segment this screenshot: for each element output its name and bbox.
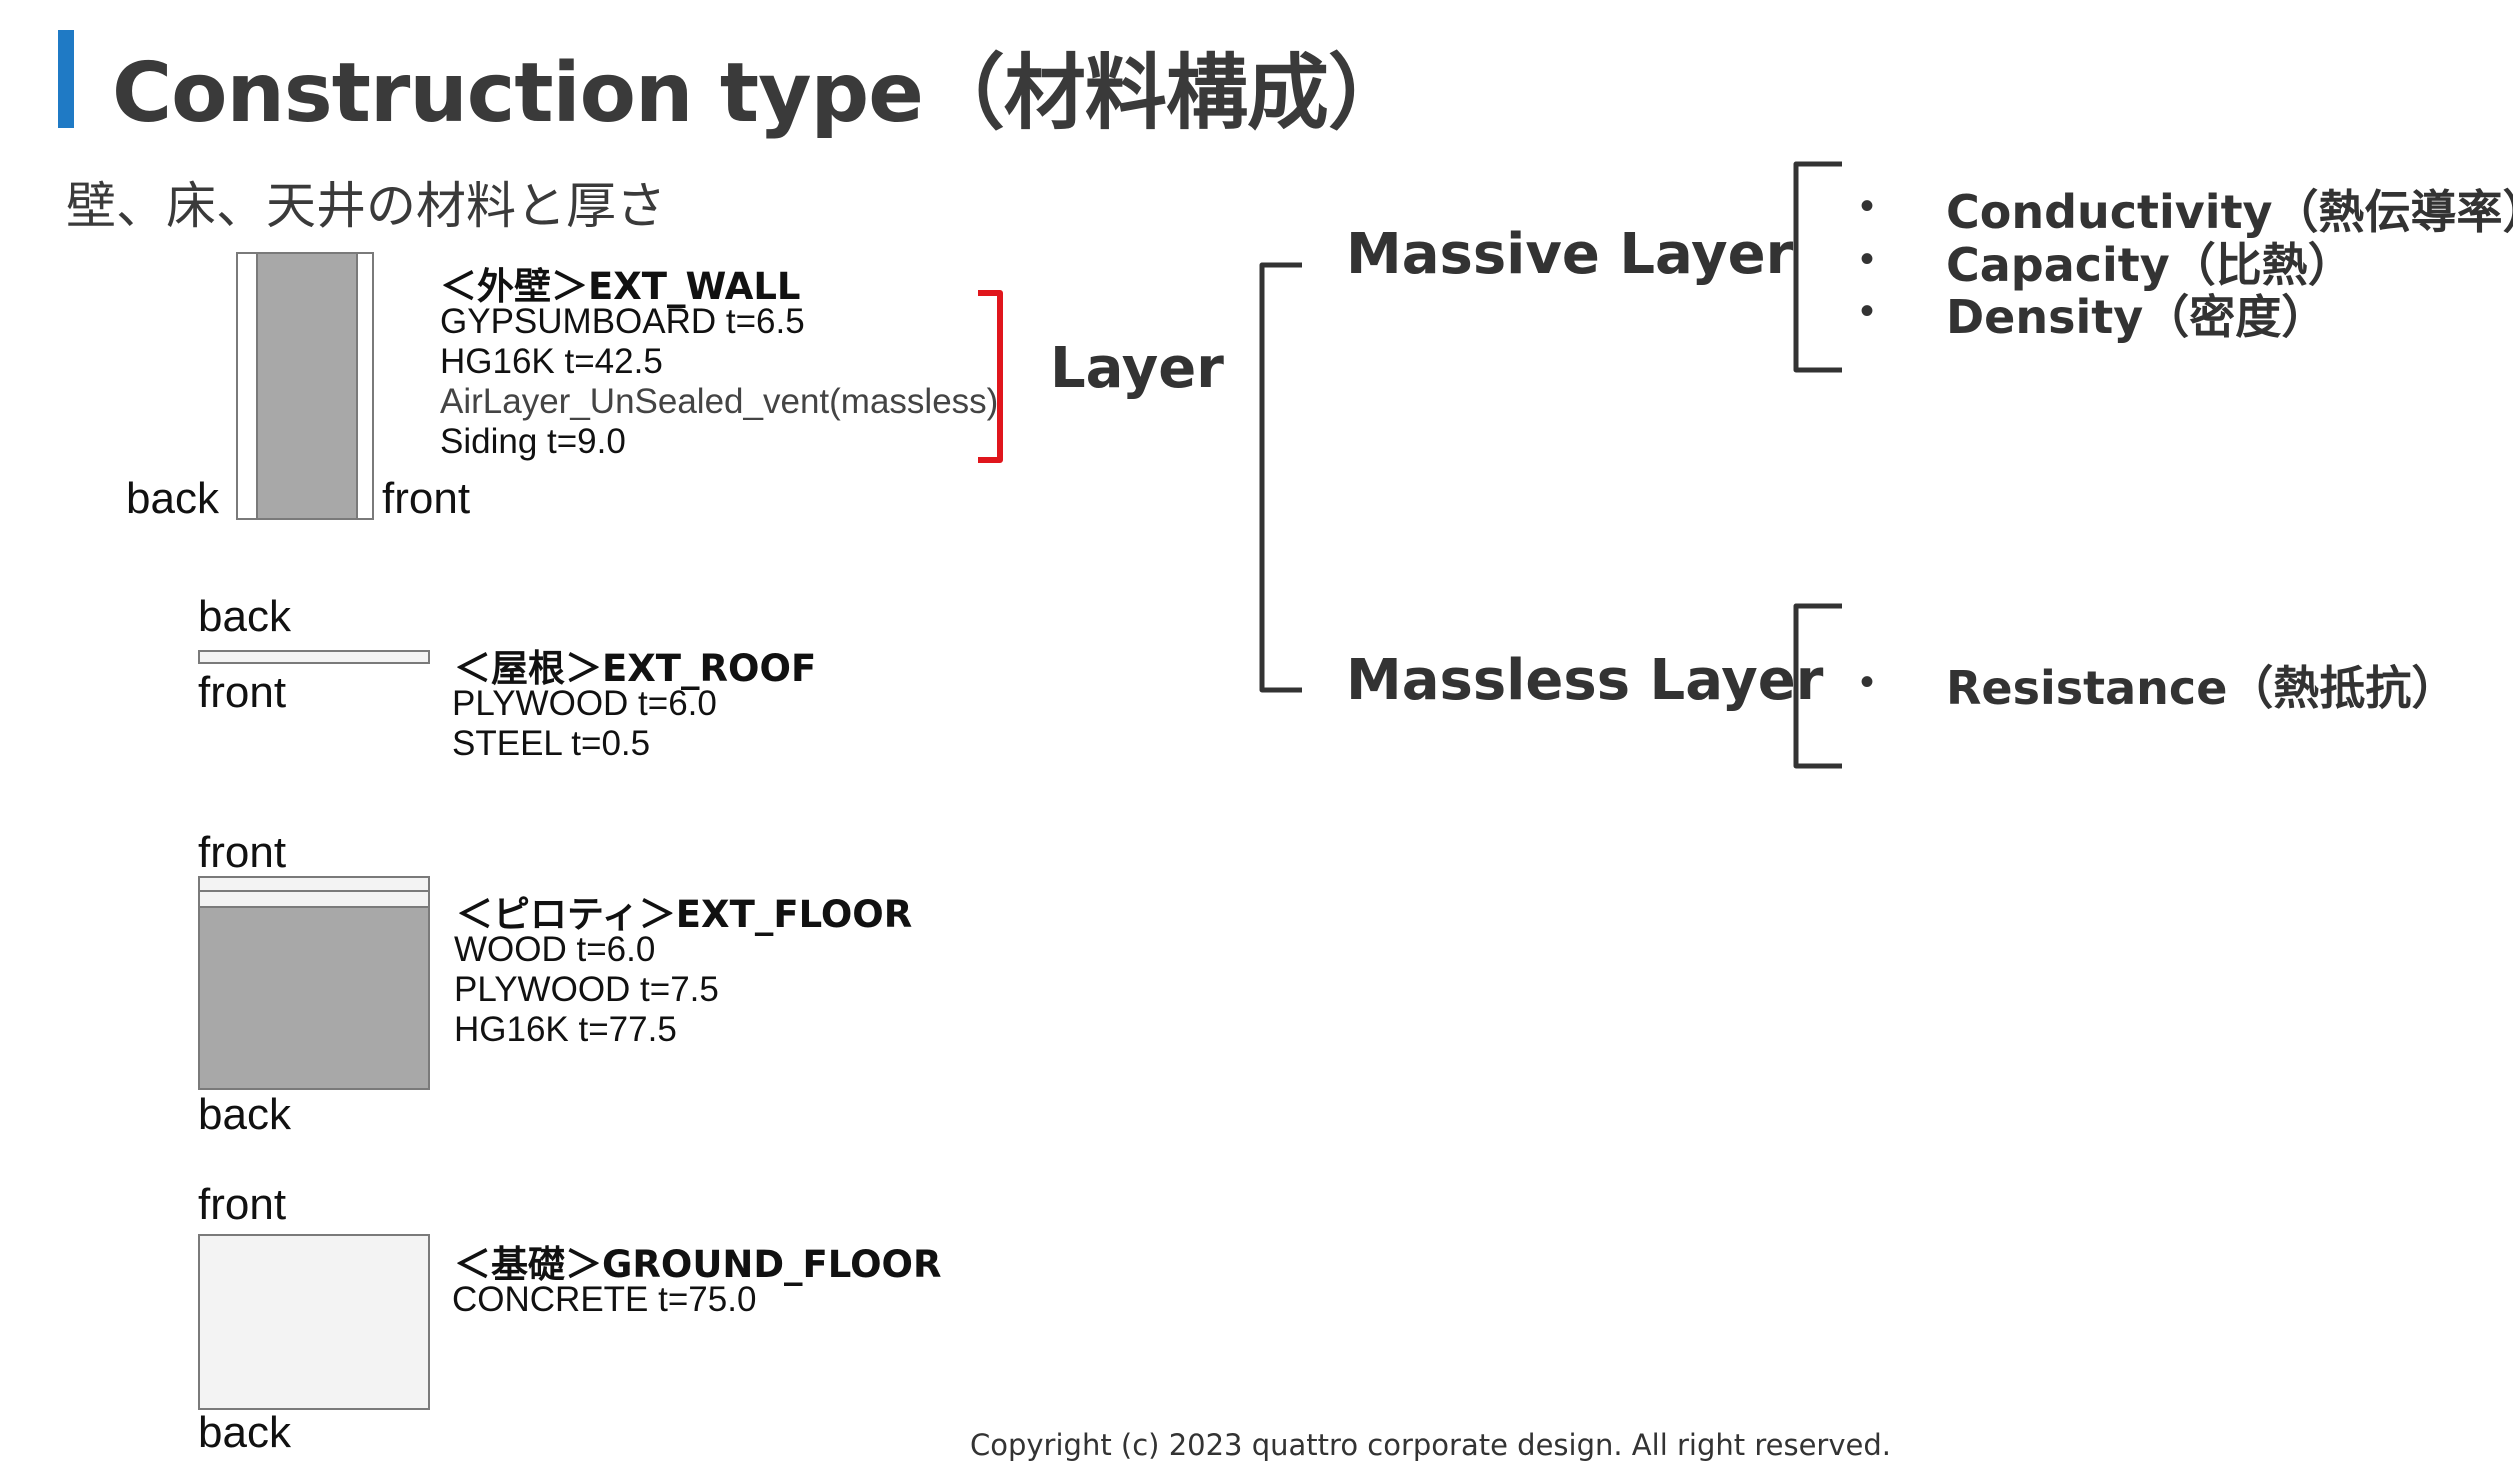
- layer-split-bracket: [1259, 262, 1302, 693]
- title-accent-bar: [58, 30, 74, 128]
- floor-layer-1: WOOD t=6.0: [454, 930, 656, 969]
- bullet-icon: •: [1860, 184, 1875, 228]
- bullet-icon: •: [1860, 237, 1875, 281]
- wall-front-label: front: [382, 474, 471, 523]
- ground-layer-1: CONCRETE t=75.0: [452, 1280, 757, 1319]
- roof-back-label: back: [198, 592, 291, 641]
- massive-prop-density: Density（密度）: [1946, 290, 2328, 344]
- bullet-icon: •: [1860, 660, 1875, 704]
- roof-layer-list: PLYWOOD t=6.0 STEEL t=0.5: [452, 684, 717, 764]
- massive-layer-label: Massive Layer: [1346, 222, 1794, 287]
- layer-label: Layer: [1050, 336, 1224, 401]
- page-title: Construction type（材料構成）: [112, 46, 1410, 141]
- ground-back-label: back: [198, 1408, 291, 1457]
- roof-header: ＜屋根＞EXT_ROOF: [454, 647, 817, 690]
- ground-header: ＜基礎＞GROUND_FLOOR: [454, 1243, 942, 1286]
- wall-insulation-layer: [256, 254, 358, 518]
- wall-layer-2: HG16K t=42.5: [440, 342, 663, 381]
- roof-layer-2: STEEL t=0.5: [452, 724, 651, 763]
- floor-insulation-layer: [198, 906, 430, 1090]
- bullet-icon: •: [1860, 289, 1875, 333]
- floor-header: ＜ピロティ＞EXT_FLOOR: [456, 893, 913, 936]
- massless-props-bracket: [1793, 603, 1842, 769]
- massless-layer-label: Massless Layer: [1346, 648, 1824, 713]
- wall-back-label: back: [126, 474, 219, 523]
- roof-layer: [198, 650, 430, 664]
- wall-layer-4: Siding t=9.0: [440, 422, 626, 461]
- massive-props-bracket: [1793, 161, 1842, 373]
- wall-layer-1: GYPSUMBOARD t=6.5: [440, 302, 805, 341]
- floor-back-label: back: [198, 1090, 291, 1139]
- floor-layer-2: PLYWOOD t=7.5: [454, 970, 719, 1009]
- massive-prop-conductivity: Conductivity（熱伝導率）: [1946, 185, 2513, 239]
- ground-layer-list: CONCRETE t=75.0: [452, 1280, 756, 1320]
- wall-layer-3: AirLayer_UnSealed_vent(massless): [440, 382, 999, 421]
- wall-layer-list: GYPSUMBOARD t=6.5 HG16K t=42.5 AirLayer_…: [440, 302, 998, 462]
- massless-prop-resistance: Resistance（熱抵抗）: [1946, 661, 2458, 715]
- wall-layer-bracket: [978, 290, 1003, 463]
- roof-front-label: front: [198, 668, 287, 717]
- copyright-notice: Copyright (c) 2023 quattro corporate des…: [970, 1428, 1891, 1462]
- massive-prop-capacity: Capacity（比熱）: [1946, 238, 2354, 292]
- floor-layer-3: HG16K t=77.5: [454, 1010, 677, 1049]
- floor-front-label: front: [198, 828, 287, 877]
- roof-layer-1: PLYWOOD t=6.0: [452, 684, 717, 723]
- ground-front-label: front: [198, 1180, 287, 1229]
- ground-concrete-layer: [198, 1234, 430, 1410]
- page-subtitle: 壁、床、天井の材料と厚さ: [66, 177, 666, 235]
- wall-header: ＜外壁＞EXT_WALL: [440, 265, 801, 308]
- floor-layer-list: WOOD t=6.0 PLYWOOD t=7.5 HG16K t=77.5: [454, 930, 719, 1050]
